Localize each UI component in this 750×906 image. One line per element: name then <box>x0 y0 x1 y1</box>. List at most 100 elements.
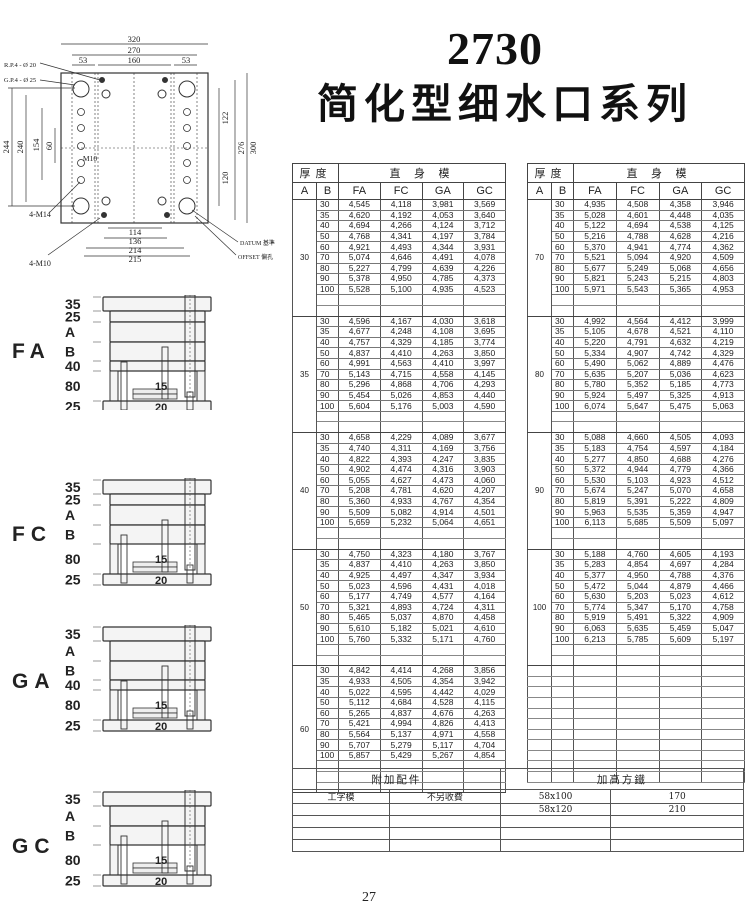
price-fc: 4,508 <box>615 199 660 211</box>
riser-size <box>499 827 612 840</box>
plate-thickness-label: A <box>65 507 75 523</box>
price-ga: 4,779 <box>658 464 703 476</box>
price-fa: 5,370 <box>573 241 617 253</box>
b-thickness: 60 <box>551 474 574 487</box>
col-ga: GA <box>658 182 703 200</box>
price-gc: 4,476 <box>701 358 745 370</box>
price-fc: 5,635 <box>615 623 660 635</box>
price-fc: 4,410 <box>379 347 423 359</box>
plate-thickness-label: 35 <box>65 626 81 642</box>
price-fa: 5,521 <box>573 252 617 264</box>
b-thickness: 30 <box>551 316 574 328</box>
price-fc: 4,850 <box>615 453 660 465</box>
price-fa: 5,659 <box>338 517 381 529</box>
price-fa: 5,919 <box>573 612 617 624</box>
price-gc: 4,078 <box>463 252 506 264</box>
riser-price: 170 <box>610 789 744 804</box>
b-thickness: 90 <box>316 739 339 751</box>
price-gc: 4,193 <box>701 549 745 561</box>
price-fc: 5,491 <box>615 612 660 624</box>
price-gc: 5,197 <box>701 633 745 645</box>
dim-270: 270 <box>128 45 141 55</box>
price-fa: 6,113 <box>573 517 617 529</box>
price-fa: 5,821 <box>573 273 617 285</box>
straight-mold-header: 直 身 模 <box>338 163 506 183</box>
price-ga: 4,505 <box>658 432 703 444</box>
price-ga: 4,247 <box>421 453 465 465</box>
price-fa: 5,220 <box>573 337 617 349</box>
price-fa: 5,857 <box>338 750 381 762</box>
section-type-label: FA <box>12 340 51 363</box>
accessory-name <box>291 827 391 840</box>
b-thickness: 90 <box>316 390 339 402</box>
price-fa: 5,023 <box>338 580 381 592</box>
price-fc: 4,493 <box>379 241 423 253</box>
b-thickness: 40 <box>316 453 339 465</box>
price-fa: 4,921 <box>338 241 381 253</box>
riser-size: 58x100 <box>499 789 612 804</box>
price-ga: 4,169 <box>421 443 465 455</box>
accessory-row <box>291 839 744 852</box>
accessory-price <box>389 839 501 852</box>
plate-thickness-label: 35 <box>65 479 81 495</box>
riser-size <box>499 815 612 828</box>
price-fc: 5,785 <box>615 633 660 645</box>
price-ga: 5,609 <box>658 633 703 645</box>
b-thickness: 80 <box>316 379 339 391</box>
b-thickness: 30 <box>551 549 574 561</box>
price-fa: 5,674 <box>573 485 617 497</box>
b-thickness: 50 <box>551 231 574 243</box>
dim-122: 122 <box>220 112 230 125</box>
price-gc: 3,903 <box>463 464 506 476</box>
price-ga: 4,920 <box>658 252 703 264</box>
price-ga: 5,359 <box>658 506 703 518</box>
plate-thickness-label: 25 <box>65 572 81 588</box>
price-fa: 5,074 <box>338 252 381 264</box>
plate-thickness-label: 25 <box>65 399 81 411</box>
price-fc: 5,347 <box>615 602 660 614</box>
price-fa: 4,992 <box>573 316 617 328</box>
price-ga: 5,023 <box>658 591 703 603</box>
b-thickness: 35 <box>316 443 339 455</box>
price-fc: 5,203 <box>615 591 660 603</box>
price-ga: 4,676 <box>421 708 465 720</box>
price-fc: 4,248 <box>379 326 423 338</box>
price-fc: 4,907 <box>615 347 660 359</box>
price-fc: 5,535 <box>615 506 660 518</box>
price-ga: 4,030 <box>421 316 465 328</box>
riser-size <box>499 839 612 852</box>
price-ga: 4,628 <box>658 231 703 243</box>
b-thickness: 70 <box>316 602 339 614</box>
b-thickness: 100 <box>316 284 339 296</box>
b-thickness: 70 <box>316 718 339 730</box>
price-fa: 5,360 <box>338 496 381 508</box>
price-ga: 4,053 <box>421 210 465 222</box>
price-fc: 5,352 <box>615 379 660 391</box>
price-fa: 5,372 <box>573 464 617 476</box>
dim-215: 215 <box>129 254 142 264</box>
price-fc: 4,323 <box>379 549 423 561</box>
price-fc: 5,247 <box>615 485 660 497</box>
b-thickness: 70 <box>551 369 574 381</box>
price-fa: 5,265 <box>338 708 381 720</box>
riser-price <box>610 815 744 828</box>
accessory-name <box>291 815 391 828</box>
price-fc: 4,414 <box>379 665 423 677</box>
page-subtitle: 简化型细水口系列 <box>317 80 693 128</box>
